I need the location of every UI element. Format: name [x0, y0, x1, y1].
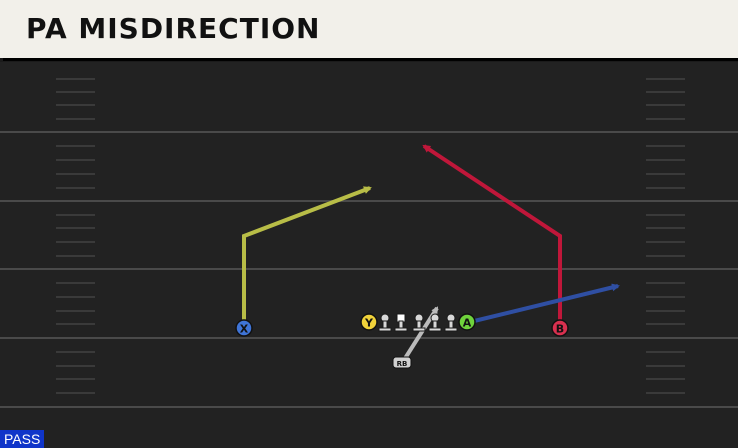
player-y[interactable]: Y	[360, 313, 378, 331]
player-x[interactable]: X	[235, 319, 253, 337]
player-b-label: B	[556, 323, 564, 336]
hash-marks-left	[56, 78, 95, 394]
player-a-label: A	[463, 317, 472, 330]
player-rb[interactable]: RB	[392, 356, 412, 369]
blocker-icon	[378, 313, 458, 332]
football-field	[0, 62, 738, 448]
title-bar: PA MISDIRECTION	[0, 0, 738, 62]
hash-marks-right	[646, 78, 685, 394]
play-title: PA MISDIRECTION	[26, 12, 321, 45]
x-route[interactable]	[242, 186, 372, 326]
play-type-badge: PASS	[0, 430, 45, 448]
a-route[interactable]	[469, 283, 620, 324]
player-b[interactable]: B	[551, 319, 569, 337]
b-route[interactable]	[422, 144, 562, 326]
title-card: PA MISDIRECTION	[0, 0, 738, 58]
player-a[interactable]: A	[458, 313, 476, 331]
player-x-label: X	[240, 323, 249, 336]
player-y-label: Y	[364, 317, 374, 330]
yard-lines	[0, 131, 738, 408]
player-rb-label: RB	[397, 360, 408, 368]
